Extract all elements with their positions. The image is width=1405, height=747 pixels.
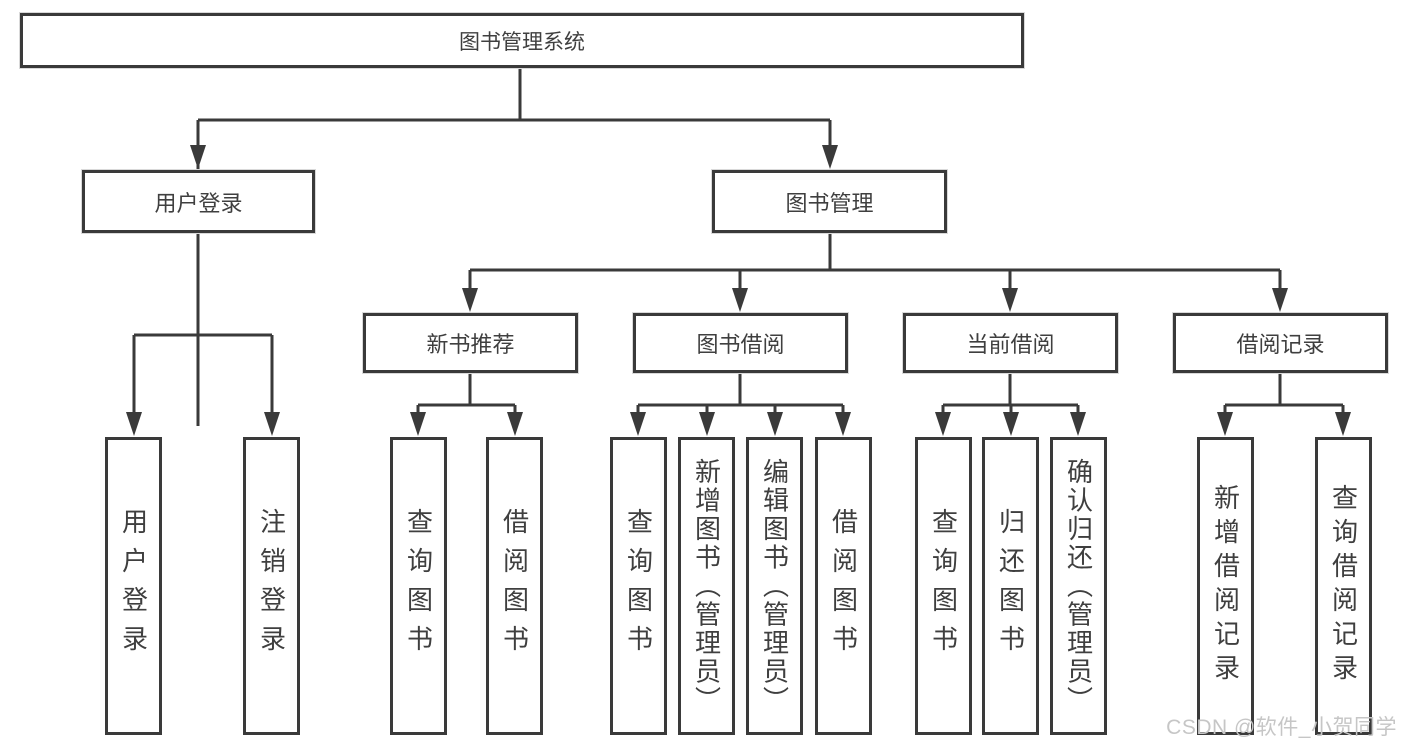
node-leaf-borrow-books-1: 借阅图书 xyxy=(486,437,543,735)
connector-line xyxy=(196,68,832,426)
node-book-borrow: 图书借阅 xyxy=(633,313,848,373)
connector-line xyxy=(636,373,845,424)
node-leaf-logout: 注销登录 xyxy=(243,437,300,735)
connector-borrowrecords-to-leaves xyxy=(1217,373,1351,436)
leaf-label: 借阅图书 xyxy=(828,508,859,664)
arrowhead-down-icon xyxy=(630,412,646,436)
arrowhead-down-icon xyxy=(1217,412,1233,436)
connector-line xyxy=(132,233,274,424)
node-leaf-return-books: 归还图书 xyxy=(982,437,1039,735)
arrowhead-down-icon xyxy=(190,145,206,169)
arrowhead-down-icon xyxy=(767,412,783,436)
node-current-borrow: 当前借阅 xyxy=(903,313,1118,373)
node-new-book-recommend: 新书推荐 xyxy=(363,313,578,373)
arrowhead-down-icon xyxy=(935,412,951,436)
arrowhead-down-icon xyxy=(1272,288,1288,312)
leaf-label: 新增图书（管理员） xyxy=(691,457,722,715)
leaf-label: 查询借阅记录 xyxy=(1328,484,1359,688)
arrowhead-down-icon xyxy=(822,145,838,169)
leaf-label: 确认归还（管理员） xyxy=(1063,457,1094,715)
node-leaf-add-borrow-record: 新增借阅记录 xyxy=(1197,437,1254,735)
node-leaf-query-books-3: 查询图书 xyxy=(915,437,972,735)
leaf-label: 用户登录 xyxy=(118,508,149,664)
csdn-watermark: CSDN @软件_小贺同学 xyxy=(1166,716,1397,739)
connector-bookborrow-to-leaves xyxy=(630,373,851,436)
leaf-label: 归还图书 xyxy=(995,508,1026,664)
node-leaf-confirm-return-admin: 确认归还（管理员） xyxy=(1050,437,1107,735)
connector-bookmgmt-to-level3 xyxy=(462,233,1288,312)
arrowhead-down-icon xyxy=(1335,412,1351,436)
node-borrow-records: 借阅记录 xyxy=(1173,313,1388,373)
node-root: 图书管理系统 xyxy=(20,13,1024,68)
connector-newbookrec-to-leaves xyxy=(410,373,523,436)
leaf-label: 新增借阅记录 xyxy=(1210,484,1241,688)
connector-line xyxy=(416,373,517,424)
leaf-label: 借阅图书 xyxy=(499,508,530,664)
arrowhead-down-icon xyxy=(1070,412,1086,436)
arrowhead-down-icon xyxy=(410,412,426,436)
arrowhead-down-icon xyxy=(462,288,478,312)
node-user-login: 用户登录 xyxy=(82,170,315,233)
connector-currentborrow-to-leaves xyxy=(935,373,1086,436)
node-leaf-borrow-books-2: 借阅图书 xyxy=(815,437,872,735)
node-leaf-add-books-admin: 新增图书（管理员） xyxy=(678,437,735,735)
arrowhead-down-icon xyxy=(1002,288,1018,312)
leaf-label: 查询图书 xyxy=(403,508,434,664)
arrowhead-down-icon xyxy=(835,412,851,436)
connector-root-to-level2 xyxy=(190,68,838,426)
arrowhead-down-icon xyxy=(264,412,280,436)
node-book-management: 图书管理 xyxy=(712,170,947,233)
leaf-label: 查询图书 xyxy=(928,508,959,664)
node-leaf-query-books-1: 查询图书 xyxy=(390,437,447,735)
arrowhead-down-icon xyxy=(126,412,142,436)
node-leaf-query-books-2: 查询图书 xyxy=(610,437,667,735)
connector-line xyxy=(468,233,1282,300)
leaf-label: 注销登录 xyxy=(256,508,287,664)
arrowhead-down-icon xyxy=(699,412,715,436)
arrowhead-down-icon xyxy=(507,412,523,436)
leaf-label: 查询图书 xyxy=(623,508,654,664)
connector-userlogin-to-leaves xyxy=(126,233,280,436)
node-leaf-query-borrow-record: 查询借阅记录 xyxy=(1315,437,1372,735)
arrowhead-down-icon xyxy=(732,288,748,312)
node-leaf-edit-books-admin: 编辑图书（管理员） xyxy=(746,437,803,735)
leaf-label: 编辑图书（管理员） xyxy=(759,457,790,715)
node-leaf-user-login: 用户登录 xyxy=(105,437,162,735)
arrowhead-down-icon xyxy=(1003,412,1019,436)
connector-line xyxy=(1223,373,1345,424)
